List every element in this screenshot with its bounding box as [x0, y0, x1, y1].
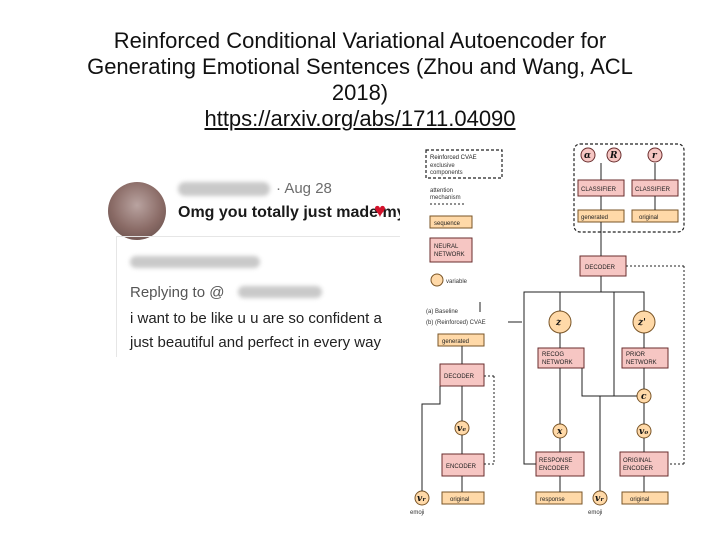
- reward-node: [606, 147, 622, 163]
- recog-network: [537, 347, 585, 369]
- classifier-2-label: CLASSIFIER: [635, 187, 671, 193]
- blurred-reply-username: [130, 256, 260, 268]
- legend-variable: variable: [446, 279, 468, 285]
- resp-label-1: RESPONSE: [539, 458, 572, 464]
- reinforced-region: [573, 143, 685, 233]
- blurred-username: [178, 182, 270, 196]
- c-label: c: [641, 392, 647, 402]
- edge-c-recog: [581, 368, 637, 397]
- zprime-label: z': [637, 318, 646, 328]
- edge-vr-bdec: [421, 386, 441, 491]
- vo-label: vₒ: [639, 427, 648, 437]
- slide-title: Reinforced Conditional Variational Autoe…: [0, 28, 720, 132]
- title-line-3: 2018): [331, 80, 389, 105]
- legend-components: components: [430, 170, 463, 176]
- orig-enc-label-1: ORIGINAL: [623, 458, 652, 464]
- prior-label-2: NETWORK: [626, 360, 657, 366]
- prior-network: [621, 347, 669, 369]
- recog-label-1: RECOG: [542, 352, 564, 358]
- top-decoder-label: DECODER: [585, 265, 616, 271]
- x-label: x: [556, 427, 563, 437]
- tweet-text: Omg you totally just made my day: [178, 204, 400, 221]
- classifier-1-label: CLASSIFIER: [581, 187, 617, 193]
- title-line-2: Generating Emotional Sentences (Zhou and…: [87, 54, 633, 79]
- edge-attn-left: [523, 291, 560, 465]
- alpha-node: [580, 147, 596, 163]
- paper-link[interactable]: https://arxiv.org/abs/1711.04090: [204, 106, 516, 131]
- diagram-svg: Reinforced CVAE exclusive components att…: [410, 143, 685, 516]
- baseline-encoder-label: ENCODER: [446, 464, 477, 470]
- legend-variable-circle: [430, 273, 444, 287]
- baseline-ve-label: vₑ: [457, 424, 466, 434]
- replying-to-label: Replying to @: [130, 284, 225, 301]
- response-encoder: [535, 451, 585, 477]
- alpha-label: α: [584, 151, 591, 161]
- r-node: [647, 147, 663, 163]
- legend-reinforced: (b) (Reinforced) CVAE: [426, 320, 486, 326]
- legend-attention-1: attention: [430, 188, 453, 194]
- blurred-mention: [238, 286, 322, 298]
- legend-network-box: [429, 237, 473, 263]
- z-label: z: [555, 318, 562, 328]
- cvae-original-label: original: [630, 497, 649, 503]
- legend-exclusive-box: [425, 149, 503, 179]
- legend-baseline: (a) Baseline: [426, 309, 459, 315]
- top-generated-label: generated: [581, 215, 608, 221]
- recog-label-2: NETWORK: [542, 360, 573, 366]
- response-label: response: [540, 497, 565, 503]
- baseline-original-box: [441, 491, 485, 505]
- edge-vr-c: [599, 395, 637, 491]
- edge-zp-decoder: [601, 291, 645, 311]
- baseline-encoder: [441, 453, 485, 477]
- r-label: r: [652, 151, 658, 161]
- baseline-generated-label: generated: [442, 339, 469, 345]
- avatar: [108, 182, 166, 240]
- baseline-generated-box: [437, 333, 485, 347]
- resp-label-2: ENCODER: [539, 466, 570, 472]
- legend-neural-1: NEURAL: [434, 244, 459, 250]
- legend-attention-2: mechanism: [430, 195, 461, 201]
- cvae-diagram: Reinforced CVAE exclusive components att…: [404, 142, 694, 518]
- cvae-vr-label: vᵣ: [595, 494, 604, 504]
- legend-reinforced-cvae: Reinforced CVAE: [430, 155, 477, 161]
- baseline-vr-label: vᵣ: [417, 494, 426, 504]
- cvae-emoji-label: emoji: [588, 510, 602, 516]
- cvae-original-box: [621, 491, 669, 505]
- orig-enc-label-2: ENCODER: [623, 466, 654, 472]
- title-line-1: Reinforced Conditional Variational Autoe…: [113, 28, 607, 53]
- response-box: [535, 491, 583, 505]
- legend-sequence-box: [429, 215, 473, 229]
- edge-c-decoder: [613, 292, 637, 397]
- edge-z-decoder: [559, 276, 602, 311]
- legend-exclusive: exclusive: [430, 163, 455, 169]
- reply-card: [116, 236, 400, 357]
- prior-label-1: PRIOR: [626, 352, 646, 358]
- baseline-original-label: original: [450, 497, 469, 503]
- legend-sequence: sequence: [434, 221, 461, 227]
- reply-text-line-1: i want to be like u u are so confident a: [130, 310, 382, 327]
- baseline-emoji-label: emoji: [410, 510, 424, 516]
- tweet-date: · Aug 28: [276, 180, 332, 197]
- baseline-decoder-label: DECODER: [444, 374, 475, 380]
- reply-text-line-2: just beautiful and perfect in every way: [130, 334, 381, 351]
- reward-label: R: [609, 151, 618, 161]
- original-encoder: [619, 451, 669, 477]
- top-original-label: original: [639, 215, 658, 221]
- tweet-screenshot: · Aug 28 Omg you totally just made my da…: [108, 160, 400, 360]
- heart-icon: ♥: [374, 200, 386, 222]
- legend-neural-2: NETWORK: [434, 252, 465, 258]
